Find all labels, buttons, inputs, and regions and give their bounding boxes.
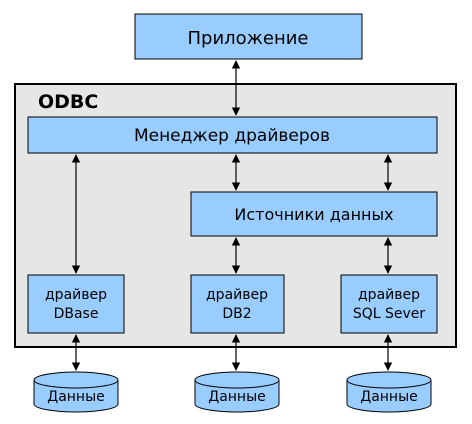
driver-dbase-line1: драйвер xyxy=(45,287,107,303)
driver-sqlserver-line1: драйвер xyxy=(358,287,420,303)
application-box xyxy=(134,13,363,60)
driver-manager-box xyxy=(27,116,438,154)
database-cylinder-1: Данные xyxy=(33,371,119,413)
driver-dbase-line2: DBase xyxy=(54,306,99,322)
driver-db2-line2: DB2 xyxy=(222,306,251,322)
data-sources-box xyxy=(190,191,438,237)
driver-box-db2 xyxy=(190,274,285,334)
database-label-1: Данные xyxy=(47,389,105,405)
application-label: Приложение xyxy=(187,28,308,49)
database-cylinder-3: Данные xyxy=(346,371,432,413)
database-label-3: Данные xyxy=(360,389,418,405)
odbc-label: ODBC xyxy=(38,91,98,113)
driver-box-dbase xyxy=(27,274,125,334)
driver-box-sqlserver xyxy=(340,274,438,334)
data-sources-label: Источники данных xyxy=(234,205,393,224)
driver-db2-line1: драйвер xyxy=(206,287,268,303)
database-cylinder-2: Данные xyxy=(194,371,280,413)
database-label-2: Данные xyxy=(208,389,266,405)
driver-manager-label: Менеджер драйверов xyxy=(134,126,330,146)
driver-sqlserver-line2: SQL Sever xyxy=(353,306,426,322)
